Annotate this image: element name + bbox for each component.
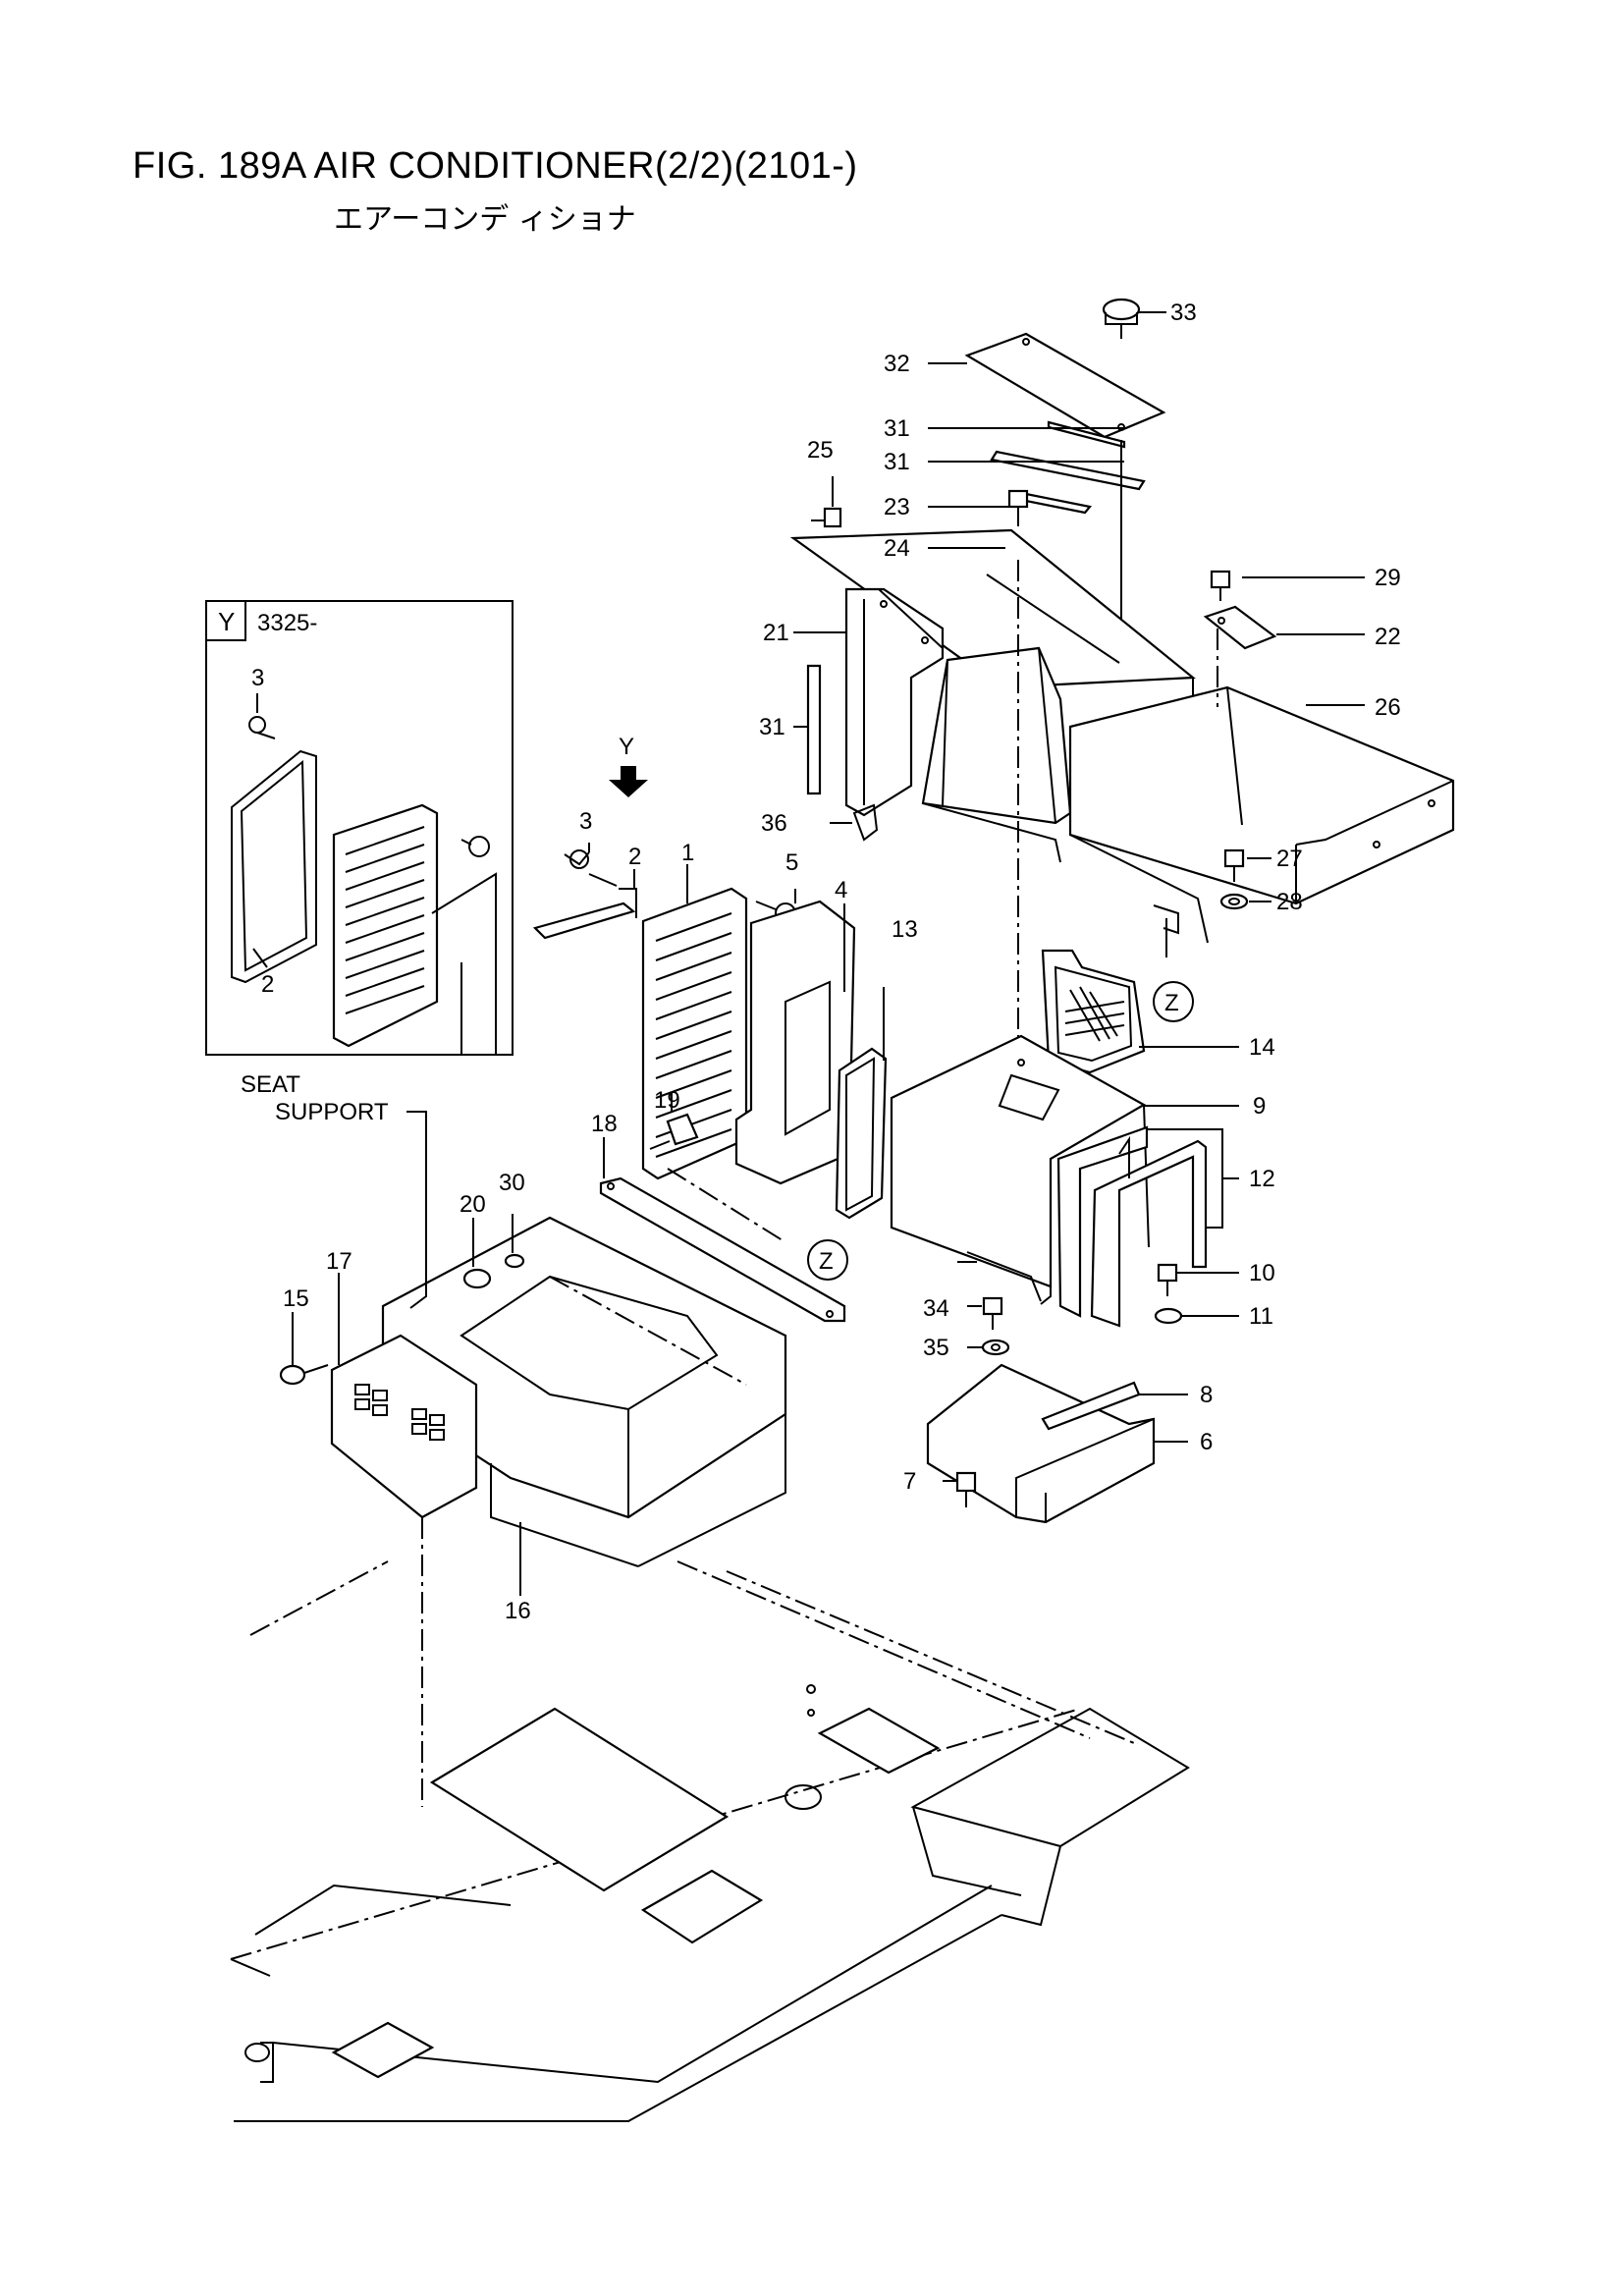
upper-duct-assembly bbox=[789, 528, 1455, 1041]
part-label-9: 9 bbox=[1253, 1093, 1266, 1120]
leader-lines bbox=[292, 362, 1365, 1596]
part-label-32: 32 bbox=[884, 351, 910, 377]
part-label-28: 28 bbox=[1276, 889, 1303, 915]
part-label-30: 30 bbox=[499, 1170, 525, 1196]
zone-marker-z-lower-letter: Z bbox=[819, 1248, 834, 1275]
part-label-5: 5 bbox=[785, 849, 798, 876]
part-label-1: 1 bbox=[681, 840, 694, 866]
part-label-33: 33 bbox=[1170, 300, 1197, 326]
part-label-27: 27 bbox=[1276, 846, 1303, 872]
seat-support-label-line2: SUPPORT bbox=[275, 1099, 389, 1125]
part-label-29: 29 bbox=[1375, 565, 1401, 591]
part-label-8: 8 bbox=[1200, 1382, 1213, 1408]
part-label-21: 21 bbox=[763, 620, 789, 646]
part-label-22: 22 bbox=[1375, 624, 1401, 650]
part-label-15: 15 bbox=[283, 1285, 309, 1312]
part-label-6: 6 bbox=[1200, 1429, 1213, 1455]
seat-support-label-line1: SEAT bbox=[241, 1071, 300, 1098]
part-label-23: 23 bbox=[884, 494, 910, 520]
part-label-10: 10 bbox=[1249, 1260, 1275, 1286]
blower-unit bbox=[890, 949, 1208, 1328]
part-label-35: 35 bbox=[923, 1335, 949, 1361]
figure-subtitle: エアーコンデ ィショナ bbox=[334, 202, 636, 237]
part-label-16: 16 bbox=[505, 1598, 531, 1624]
part-label-20: 20 bbox=[460, 1191, 486, 1218]
inset-part-2: 2 bbox=[261, 971, 274, 998]
part-label-19: 19 bbox=[654, 1087, 680, 1114]
bottom-bracket bbox=[926, 1296, 1156, 1524]
inset-serial: 3325- bbox=[257, 610, 317, 636]
part-label-36: 36 bbox=[761, 810, 787, 837]
part-label-18: 18 bbox=[591, 1111, 618, 1137]
part-label-31-c: 31 bbox=[759, 714, 785, 740]
part-label-34: 34 bbox=[923, 1295, 949, 1322]
part-label-3: 3 bbox=[579, 808, 592, 835]
filter-assembly bbox=[532, 849, 888, 1220]
part-label-26: 26 bbox=[1375, 694, 1401, 721]
figure-title: FIG. 189A AIR CONDITIONER(2/2)(2101-) bbox=[133, 145, 858, 187]
zone-marker-z-lower: Z bbox=[807, 1239, 848, 1281]
floor-plate bbox=[230, 1560, 1190, 2122]
zone-marker-z-upper-letter: Z bbox=[1164, 990, 1179, 1016]
view-arrow-letter: Y bbox=[619, 734, 634, 760]
inset-part-3: 3 bbox=[251, 665, 264, 691]
part-label-13: 13 bbox=[892, 916, 918, 943]
seat-support-box bbox=[279, 1113, 846, 1807]
part-number-labels: 33 32 31 31 25 23 24 29 22 21 26 31 36 2… bbox=[283, 300, 1401, 1624]
inset-view-y: Y 3325- 3 2 bbox=[205, 600, 514, 1056]
part-label-31-b: 31 bbox=[884, 449, 910, 475]
part-label-17: 17 bbox=[326, 1248, 352, 1275]
part-label-4: 4 bbox=[835, 877, 847, 903]
view-arrow-y: Y bbox=[609, 734, 648, 797]
part-label-2: 2 bbox=[628, 844, 641, 870]
zone-marker-z-upper: Z bbox=[1153, 981, 1194, 1022]
part-label-7: 7 bbox=[903, 1468, 916, 1495]
part-label-11: 11 bbox=[1249, 1303, 1273, 1330]
inset-view-letter: Y bbox=[218, 607, 235, 636]
part-label-25: 25 bbox=[807, 437, 834, 464]
part-label-12: 12 bbox=[1249, 1166, 1275, 1192]
part-label-24: 24 bbox=[884, 535, 910, 562]
part-label-14: 14 bbox=[1249, 1034, 1275, 1061]
part-label-31-a: 31 bbox=[884, 415, 910, 442]
